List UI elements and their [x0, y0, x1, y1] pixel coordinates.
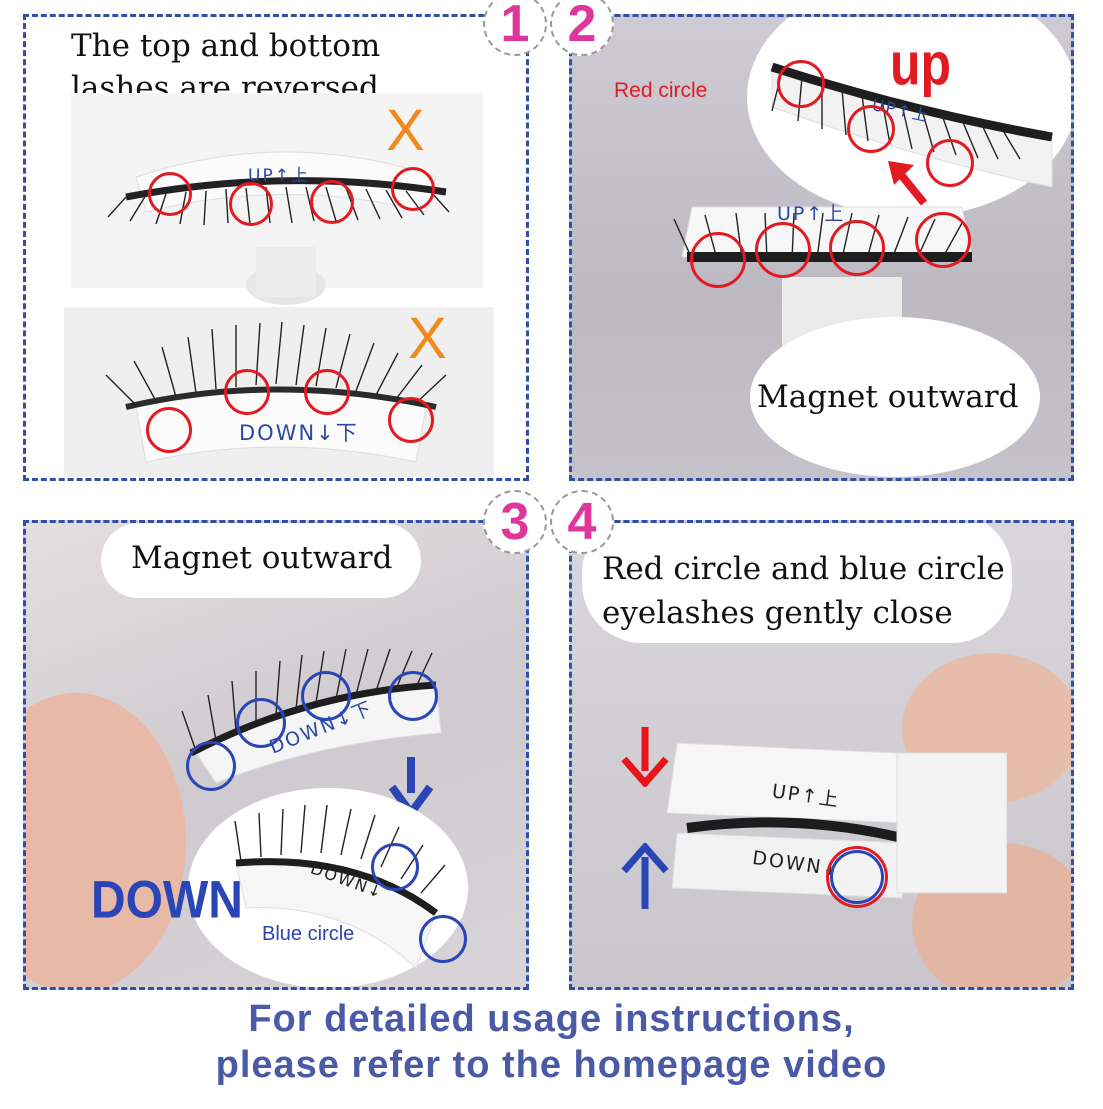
panel1-caption-line1: The top and bottom: [71, 28, 381, 64]
panel4-caption-line2: eyelashes gently close: [602, 595, 953, 631]
panel-close-lashes: Red circle and blue circle eyelashes gen…: [569, 520, 1074, 990]
tray-up-label: UP↑上: [248, 166, 310, 186]
magnet-outward-label: Magnet outward: [757, 379, 1019, 415]
magnet-bubble: [101, 523, 421, 598]
red-circle-marker: [755, 222, 811, 278]
blue-circle-marker: [301, 671, 351, 721]
panel-reversed-lashes: The top and bottom lashes are reversed U…: [23, 14, 529, 481]
red-circle-marker: [229, 182, 273, 226]
magnet-outward-label: Magnet outward: [131, 540, 393, 576]
blue-circle-marker: [186, 741, 236, 791]
red-circle-marker: [915, 212, 971, 268]
wrong-mark-bottom: X: [408, 306, 447, 371]
panel1-caption: The top and bottom lashes are reversed: [71, 25, 380, 109]
blue-up-arrow-icon: [621, 843, 669, 909]
step-badge-1: 1: [483, 0, 547, 56]
red-circle-marker: [847, 105, 895, 153]
footer-line1: For detailed usage instructions,: [248, 998, 855, 1040]
red-down-arrow-icon: [621, 727, 669, 787]
red-circle-marker: [224, 369, 270, 415]
step-badge-3: 3: [483, 490, 547, 554]
red-circle-marker: [388, 397, 434, 443]
blue-circle-marker: [830, 850, 884, 904]
step-badge-2: 2: [550, 0, 614, 56]
tray-down-label: DOWN↓下: [239, 421, 359, 445]
panel4-caption: Red circle and blue circle eyelashes gen…: [602, 547, 1005, 635]
red-circle-marker: [926, 139, 974, 187]
red-circle-marker: [690, 232, 746, 288]
step-badge-4: 4: [550, 490, 614, 554]
red-arrow-icon: [888, 161, 928, 206]
red-circle-marker: [148, 172, 192, 216]
up-label: up: [890, 30, 952, 98]
red-circle-marker: [391, 167, 435, 211]
panel-up-lash: UP↑上 up Red circle UP↑上 Magnet outward: [569, 14, 1074, 481]
caption-bubble: [582, 523, 1012, 643]
wrong-mark-top: X: [386, 98, 425, 163]
tray-up-label-main: UP↑上: [777, 203, 846, 225]
red-circle-marker: [826, 846, 888, 908]
red-circle-marker: [777, 60, 825, 108]
down-label: DOWN: [91, 871, 243, 930]
blue-circle-marker: [388, 671, 438, 721]
panel4-caption-line1: Red circle and blue circle: [602, 551, 1005, 587]
magnet-bubble: [750, 317, 1040, 477]
red-circle-label: Red circle: [614, 79, 708, 102]
blue-circle-marker: [236, 698, 286, 748]
blue-circle-label: Blue circle: [262, 923, 355, 945]
red-circle-marker: [304, 369, 350, 415]
blue-circle-marker: [371, 843, 419, 891]
panel-down-lash: Magnet outward DOWN↓下 DOWN↓ Blue circle …: [23, 520, 529, 990]
red-circle-marker: [146, 407, 192, 453]
footer-line2: please refer to the homepage video: [215, 1044, 888, 1086]
red-circle-marker: [829, 220, 885, 276]
red-circle-marker: [310, 180, 354, 224]
blue-circle-marker: [419, 915, 467, 963]
